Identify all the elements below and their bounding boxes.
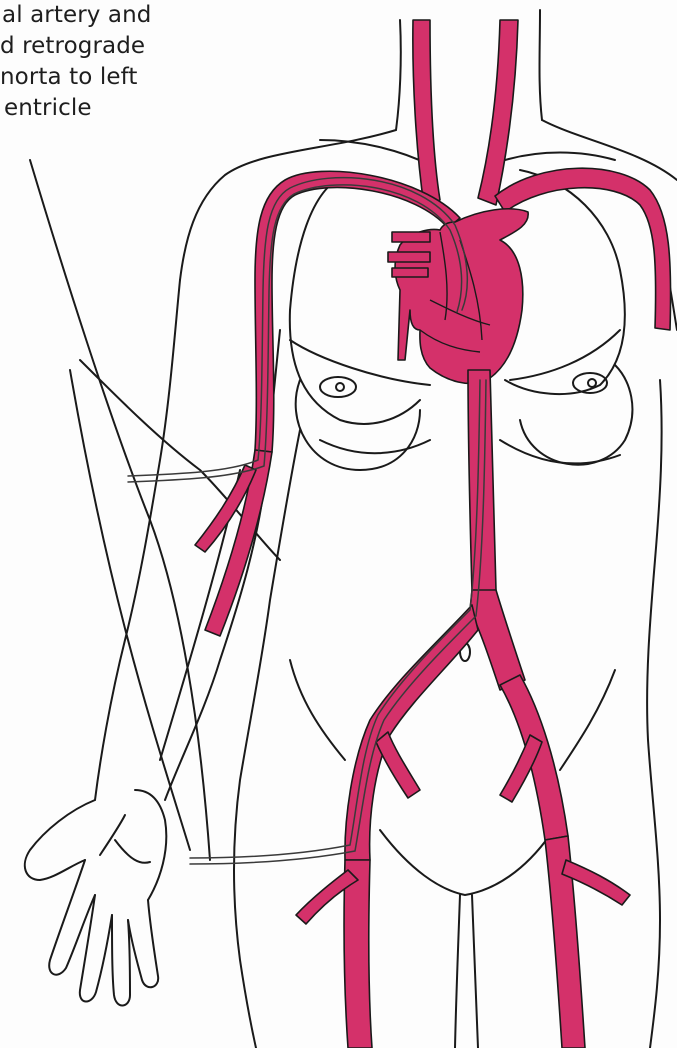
artery-carotid-left xyxy=(413,20,440,206)
artery-aorta-descending xyxy=(468,370,496,592)
rib-left xyxy=(320,440,430,453)
drape-line-3 xyxy=(70,370,190,850)
shoulder-left-line xyxy=(180,130,396,280)
pulmonary-vessel-3 xyxy=(392,268,428,277)
caption-line-1: al artery and xyxy=(0,0,215,31)
arm-left-outer xyxy=(95,280,180,800)
breast-left xyxy=(296,380,420,470)
neck-left-line xyxy=(396,20,401,130)
groin-line-right xyxy=(472,895,478,1048)
collarbone-right xyxy=(505,153,615,161)
arteries xyxy=(195,20,671,1048)
catheter-femoral-path-b xyxy=(190,380,486,864)
artery-carotid-right xyxy=(478,20,518,205)
artery-aorta-abdominal xyxy=(470,590,525,690)
caption-line-4: entricle xyxy=(0,93,215,124)
caption-text: al artery and d retrograde norta to left… xyxy=(0,0,215,124)
catheter-brachial-path-b xyxy=(128,185,462,482)
hand-icon xyxy=(25,790,167,1006)
caption-line-2: d retrograde xyxy=(0,31,215,62)
waist-left xyxy=(290,660,345,760)
torso-right xyxy=(647,380,662,1048)
pulmonary-vessel-1 xyxy=(392,232,430,242)
rib-right xyxy=(500,440,620,463)
diaphragm-left xyxy=(290,340,430,385)
neck-right-line xyxy=(540,10,543,120)
pelvis-curve xyxy=(380,830,550,895)
breast-right xyxy=(520,365,632,465)
artery-iliac-left xyxy=(345,605,478,860)
groin-line-left xyxy=(455,895,460,1048)
pulmonary-vessel-2 xyxy=(388,252,430,262)
artery-femoral-left xyxy=(344,860,372,1048)
artery-internal-iliac-left xyxy=(376,732,420,798)
caption-line-3: norta to left xyxy=(0,62,215,93)
waist-right xyxy=(560,670,615,770)
nipple-left xyxy=(320,377,356,397)
diaphragm-right xyxy=(510,330,620,380)
